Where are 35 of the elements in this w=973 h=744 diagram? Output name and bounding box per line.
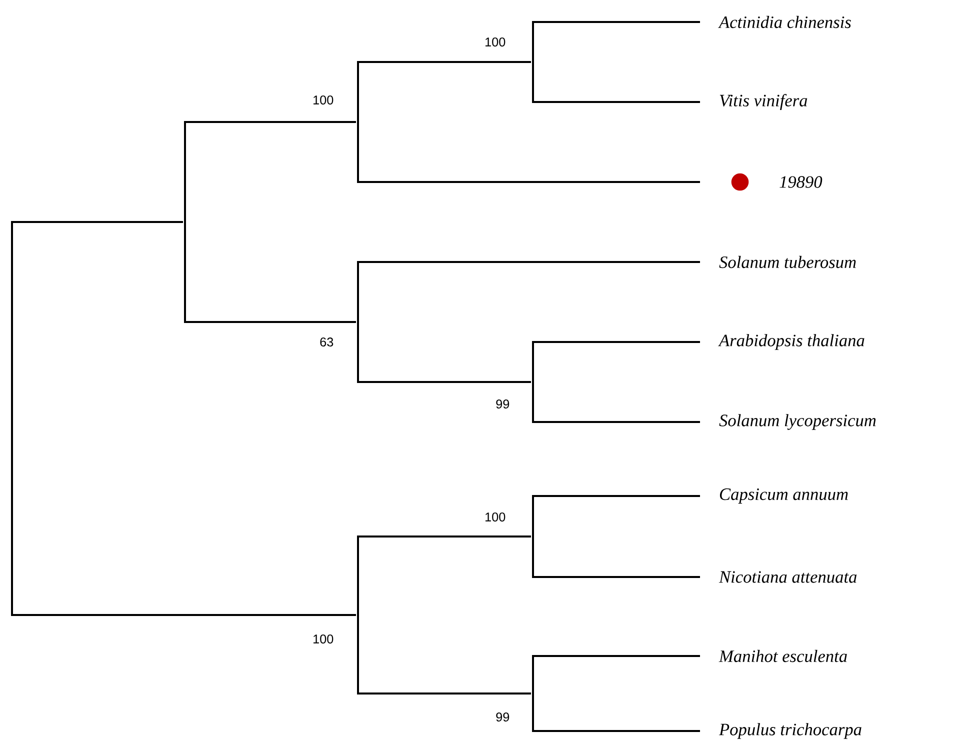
bootstrap-value: 100: [314, 96, 334, 104]
species-label: Vitis vinifera: [720, 94, 808, 110]
branch-line: [185, 121, 356, 123]
branch-line: [358, 692, 531, 694]
branch-line: [533, 730, 700, 732]
species-label: Solanum tuberosum: [719, 256, 856, 268]
bootstrap-value: 63: [320, 338, 334, 346]
branch-line: [358, 536, 531, 538]
branch-line: [533, 101, 700, 103]
species-label: Arabidopsis thaliana: [718, 334, 864, 350]
branch-line: [358, 61, 531, 63]
bootstrap-value: 99: [496, 400, 510, 408]
species-label: Populus trichocarpa: [718, 723, 862, 739]
species-label: Nicotiana attenuata: [718, 571, 857, 583]
bootstrap-value: 100: [486, 38, 506, 46]
species-label: 19890: [780, 176, 822, 188]
branch-line: [533, 21, 700, 23]
species-label: Capsicum annuum: [720, 488, 848, 504]
species-label: Actinidia chinensis: [718, 16, 851, 28]
bootstrap-value: 100: [314, 634, 334, 644]
branch-line: [533, 655, 700, 657]
bootstrap-value: 100: [486, 512, 506, 522]
branch-line: [12, 221, 183, 223]
branch-line: [185, 321, 356, 323]
bootstrap-value: 99: [496, 712, 510, 722]
species-label: Solanum lycopersicum: [719, 414, 876, 430]
branch-line: [358, 381, 531, 383]
branch-line: [533, 421, 700, 423]
branch-line: [533, 576, 700, 578]
branch-line: [358, 181, 700, 183]
branch-line: [533, 341, 700, 343]
branch-line: [533, 495, 700, 497]
species-label: Manihot esculenta: [718, 650, 847, 662]
branch-line: [12, 614, 356, 616]
branch-line: [358, 261, 700, 263]
